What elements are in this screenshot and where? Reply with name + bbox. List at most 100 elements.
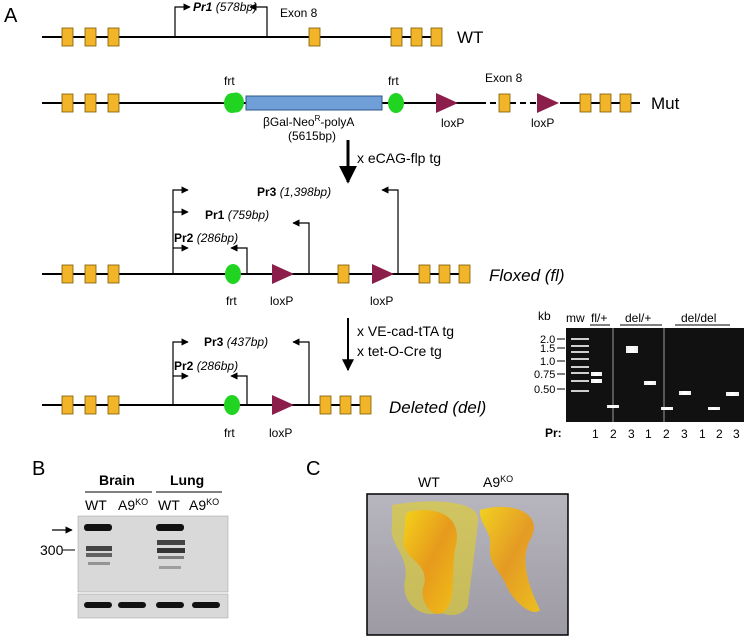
gel-band — [644, 381, 656, 385]
exon-box — [107, 27, 120, 47]
marker-label: 1.5 — [540, 343, 555, 355]
cross-2-label-2: x tet-O-Cre tg — [357, 343, 442, 359]
western-blot: Brain Lung WT A9KO WT A9KO 300 — [40, 472, 229, 619]
photo-label: A9KO — [483, 474, 513, 490]
genotype-label: WT — [85, 497, 107, 513]
deleted-allele-name: Deleted (del) — [389, 398, 486, 417]
pr2-label: Pr2 (286bp) — [174, 231, 238, 245]
exon-box — [319, 395, 332, 415]
neo-cassette-box — [245, 95, 383, 111]
loxp-label: loxP — [269, 426, 292, 440]
loxp-site-icon — [272, 395, 294, 415]
frt-label: frt — [224, 426, 235, 440]
exon-box — [410, 27, 423, 47]
exon-box — [61, 27, 74, 47]
embryo-ko — [479, 506, 540, 612]
exon-box — [458, 264, 471, 284]
wt-primer-label: Pr1 (578bp) — [193, 0, 257, 14]
loading-bands — [84, 602, 220, 608]
gel-band — [726, 392, 739, 396]
frt-site-icon — [224, 93, 240, 113]
reverse-primer-arrow — [292, 219, 310, 274]
loxp-label: loxP — [531, 116, 554, 130]
lane-number: 2 — [610, 427, 617, 441]
frt-site-icon — [225, 264, 241, 284]
exon-box — [84, 264, 97, 284]
lane-number: 3 — [681, 427, 688, 441]
gel-band — [591, 372, 602, 376]
exon-box — [438, 264, 451, 284]
frt-label: frt — [388, 74, 399, 88]
pr1-label: Pr1 (759bp) — [205, 208, 269, 222]
exon-box — [107, 395, 120, 415]
pr3-label: Pr3 (1,398bp) — [257, 185, 331, 199]
mut-exon8-label: Exon 8 — [485, 71, 523, 85]
reverse-primer-arrow — [249, 3, 268, 37]
exon-box — [359, 395, 372, 415]
reverse-primer-arrow — [292, 338, 310, 405]
pr2-label: Pr2 (286bp) — [174, 359, 238, 373]
ladder-band — [571, 345, 589, 347]
blot-band — [158, 556, 184, 559]
cassette-size-label: (5615bp) — [288, 129, 336, 143]
blot-band — [156, 602, 184, 608]
lane-number: 2 — [716, 427, 723, 441]
frt-label: frt — [226, 294, 237, 308]
loxp-site-icon — [272, 264, 294, 284]
exon-box — [107, 264, 120, 284]
gel-band — [626, 346, 638, 353]
gel-group-label: fl/+ — [591, 311, 607, 325]
marker-label: 0.75 — [534, 369, 555, 381]
wt-exon8-label: Exon 8 — [280, 6, 318, 20]
reverse-primer-arrow — [381, 186, 399, 274]
loxp-site-icon — [537, 93, 559, 113]
cross-2-label-1: x VE-cad-tTA tg — [357, 323, 454, 339]
ladder-band — [571, 338, 589, 340]
cassette-label: βGal-NeoR-polyA — [263, 114, 354, 129]
mut-allele-name: Mut — [651, 94, 680, 113]
cross-1-label: x eCAG-flp tg — [357, 150, 441, 166]
blot-band — [86, 546, 112, 551]
exon-box — [107, 93, 120, 113]
gel-marker-labels: 2.0 1.5 1.0 0.75 0.50 — [534, 334, 555, 396]
gel-group-label: del/+ — [625, 311, 651, 325]
ladder-band — [571, 358, 589, 360]
loxp-site-icon — [372, 264, 394, 284]
exon-box — [61, 264, 74, 284]
embryo-wt — [403, 510, 457, 614]
tissue-label: Lung — [170, 472, 204, 488]
exon-box — [339, 395, 352, 415]
panel-b-label: B — [32, 458, 45, 480]
genotype-label: WT — [158, 497, 180, 513]
loxp-label: loxP — [270, 294, 293, 308]
frt-label: frt — [224, 74, 235, 88]
panel-a-label: A — [4, 5, 18, 27]
loxp-label: loxP — [441, 116, 464, 130]
ladder-band — [571, 380, 589, 382]
marker-label: 0.50 — [534, 384, 555, 396]
genotype-label: A9KO — [118, 497, 148, 513]
lane-number: 1 — [699, 427, 706, 441]
lane-number: 1 — [645, 427, 652, 441]
lane-number: 3 — [733, 427, 740, 441]
gel-band — [661, 407, 673, 410]
pr3-label: Pr3 (437bp) — [204, 335, 268, 349]
blot-band — [86, 553, 112, 557]
gel-mw-label: mw — [566, 311, 585, 325]
exon-box — [308, 27, 321, 47]
loxp-label: loxP — [370, 294, 393, 308]
lane-number: 1 — [592, 427, 599, 441]
exon-box — [84, 395, 97, 415]
mut-exons — [61, 93, 632, 113]
gel-band — [708, 407, 720, 410]
blot-band — [159, 566, 181, 569]
lane-number: 3 — [628, 427, 635, 441]
exon-box — [430, 27, 443, 47]
exon-box — [599, 93, 612, 113]
blot-band — [156, 524, 184, 531]
photo-label: WT — [418, 474, 440, 490]
blot-bands — [84, 524, 185, 569]
ladder-band — [571, 372, 589, 374]
gel-pr-label: Pr: — [545, 426, 562, 440]
blot-band — [157, 548, 185, 553]
